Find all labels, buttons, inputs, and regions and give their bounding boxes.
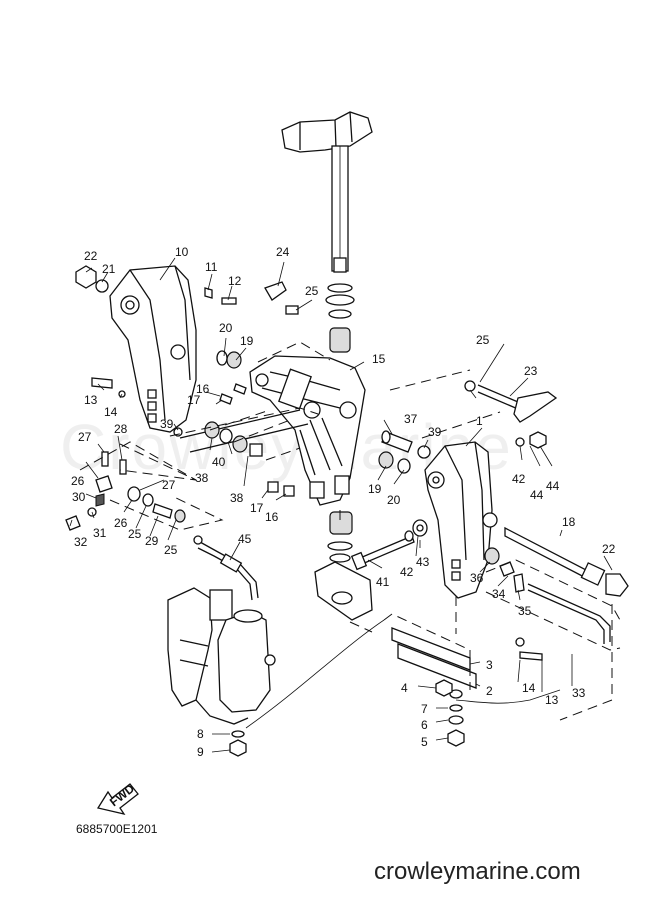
part-label: 25: [476, 333, 490, 347]
part-label: 34: [492, 587, 506, 601]
part-label: 1: [476, 414, 483, 428]
part-label: 38: [230, 491, 244, 505]
part-label: 39: [428, 425, 442, 439]
part-label: 9: [197, 745, 204, 759]
tilt-pin: [464, 380, 558, 423]
site-footer-text[interactable]: crowleymarine.com: [374, 858, 581, 885]
part-label: 23: [524, 364, 538, 378]
part-label: 25: [305, 284, 319, 298]
part-label: 41: [376, 575, 390, 589]
part-label: 5: [421, 735, 428, 749]
bolt-41: [350, 519, 428, 571]
hose-45: [193, 535, 259, 601]
part-label: 22: [602, 542, 616, 556]
part-label: 17: [250, 501, 264, 515]
part-label: 36: [470, 571, 484, 585]
part-label: 16: [196, 382, 210, 396]
part-label: 39: [160, 417, 174, 431]
part-label: 44: [546, 479, 560, 493]
part-label: 20: [387, 493, 401, 507]
lower-bushings: [314, 511, 373, 621]
part-label: 11: [205, 260, 218, 274]
part-label: 16: [265, 510, 279, 524]
part-label: 7: [421, 702, 428, 716]
part-label: 30: [72, 490, 86, 504]
part-label: 10: [175, 245, 189, 259]
swivel-bracket: [249, 355, 366, 506]
part-label: 42: [400, 565, 414, 579]
part-number-labels: 1 2 3 4 5 6 7 8 9 10 11 12 13 13 14 14 1…: [71, 245, 616, 759]
part-label: 2: [486, 684, 493, 698]
part-label: 45: [238, 532, 252, 546]
leader-lines: [69, 257, 613, 753]
part-label: 19: [240, 334, 254, 348]
part-label: 27: [162, 478, 176, 492]
part-label: 19: [368, 482, 382, 496]
steering-arm-assembly: [281, 111, 373, 273]
through-tube: [179, 409, 629, 597]
part-label: 25: [164, 543, 178, 557]
part-label: 13: [84, 393, 98, 407]
part-label: 3: [486, 658, 493, 672]
dashed-outlines: [79, 341, 621, 729]
part-label: 14: [104, 405, 118, 419]
part-label: 17: [187, 393, 201, 407]
tilt-rod-assembly: [484, 431, 611, 661]
part-label: 26: [114, 516, 128, 530]
part-label: 4: [401, 681, 408, 695]
tilt-unit: [167, 587, 276, 725]
diagram-code: 6885700E1201: [76, 822, 158, 836]
part-label: 21: [102, 262, 116, 276]
part-label: 14: [522, 681, 536, 695]
part-label: 29: [145, 534, 159, 548]
part-label: 37: [404, 412, 418, 426]
clamp-bracket-left: [109, 265, 197, 433]
part-label: 20: [219, 321, 233, 335]
part-label: 18: [562, 515, 576, 529]
part-label: 22: [84, 249, 98, 263]
part-label: 40: [212, 455, 226, 469]
part-label: 32: [74, 535, 88, 549]
part-label: 24: [276, 245, 290, 259]
part-label: 33: [572, 686, 586, 700]
part-label: 26: [71, 474, 85, 488]
part-label: 27: [78, 430, 92, 444]
pin-37: [378, 430, 431, 474]
part-label: 15: [372, 352, 386, 366]
fwd-arrow-icon: FWD: [96, 781, 139, 816]
small-parts-26-32: [65, 451, 186, 531]
part-label: 31: [93, 526, 107, 540]
part-label: 28: [114, 422, 128, 436]
part-label: 35: [518, 604, 532, 618]
part-label: 25: [128, 527, 142, 541]
anode-plates: [229, 627, 477, 757]
clamp-bracket-right: [424, 441, 498, 599]
part-label: 44: [530, 488, 544, 502]
part-label: 43: [416, 555, 430, 569]
part-label: 13: [545, 693, 559, 707]
small-parts-left: [75, 265, 299, 405]
part-label: 42: [512, 472, 526, 486]
washer-row: [173, 421, 295, 497]
part-label: 8: [197, 727, 204, 741]
part-label: 12: [228, 274, 242, 288]
part-label: 6: [421, 718, 428, 732]
part-label: 38: [195, 471, 209, 485]
